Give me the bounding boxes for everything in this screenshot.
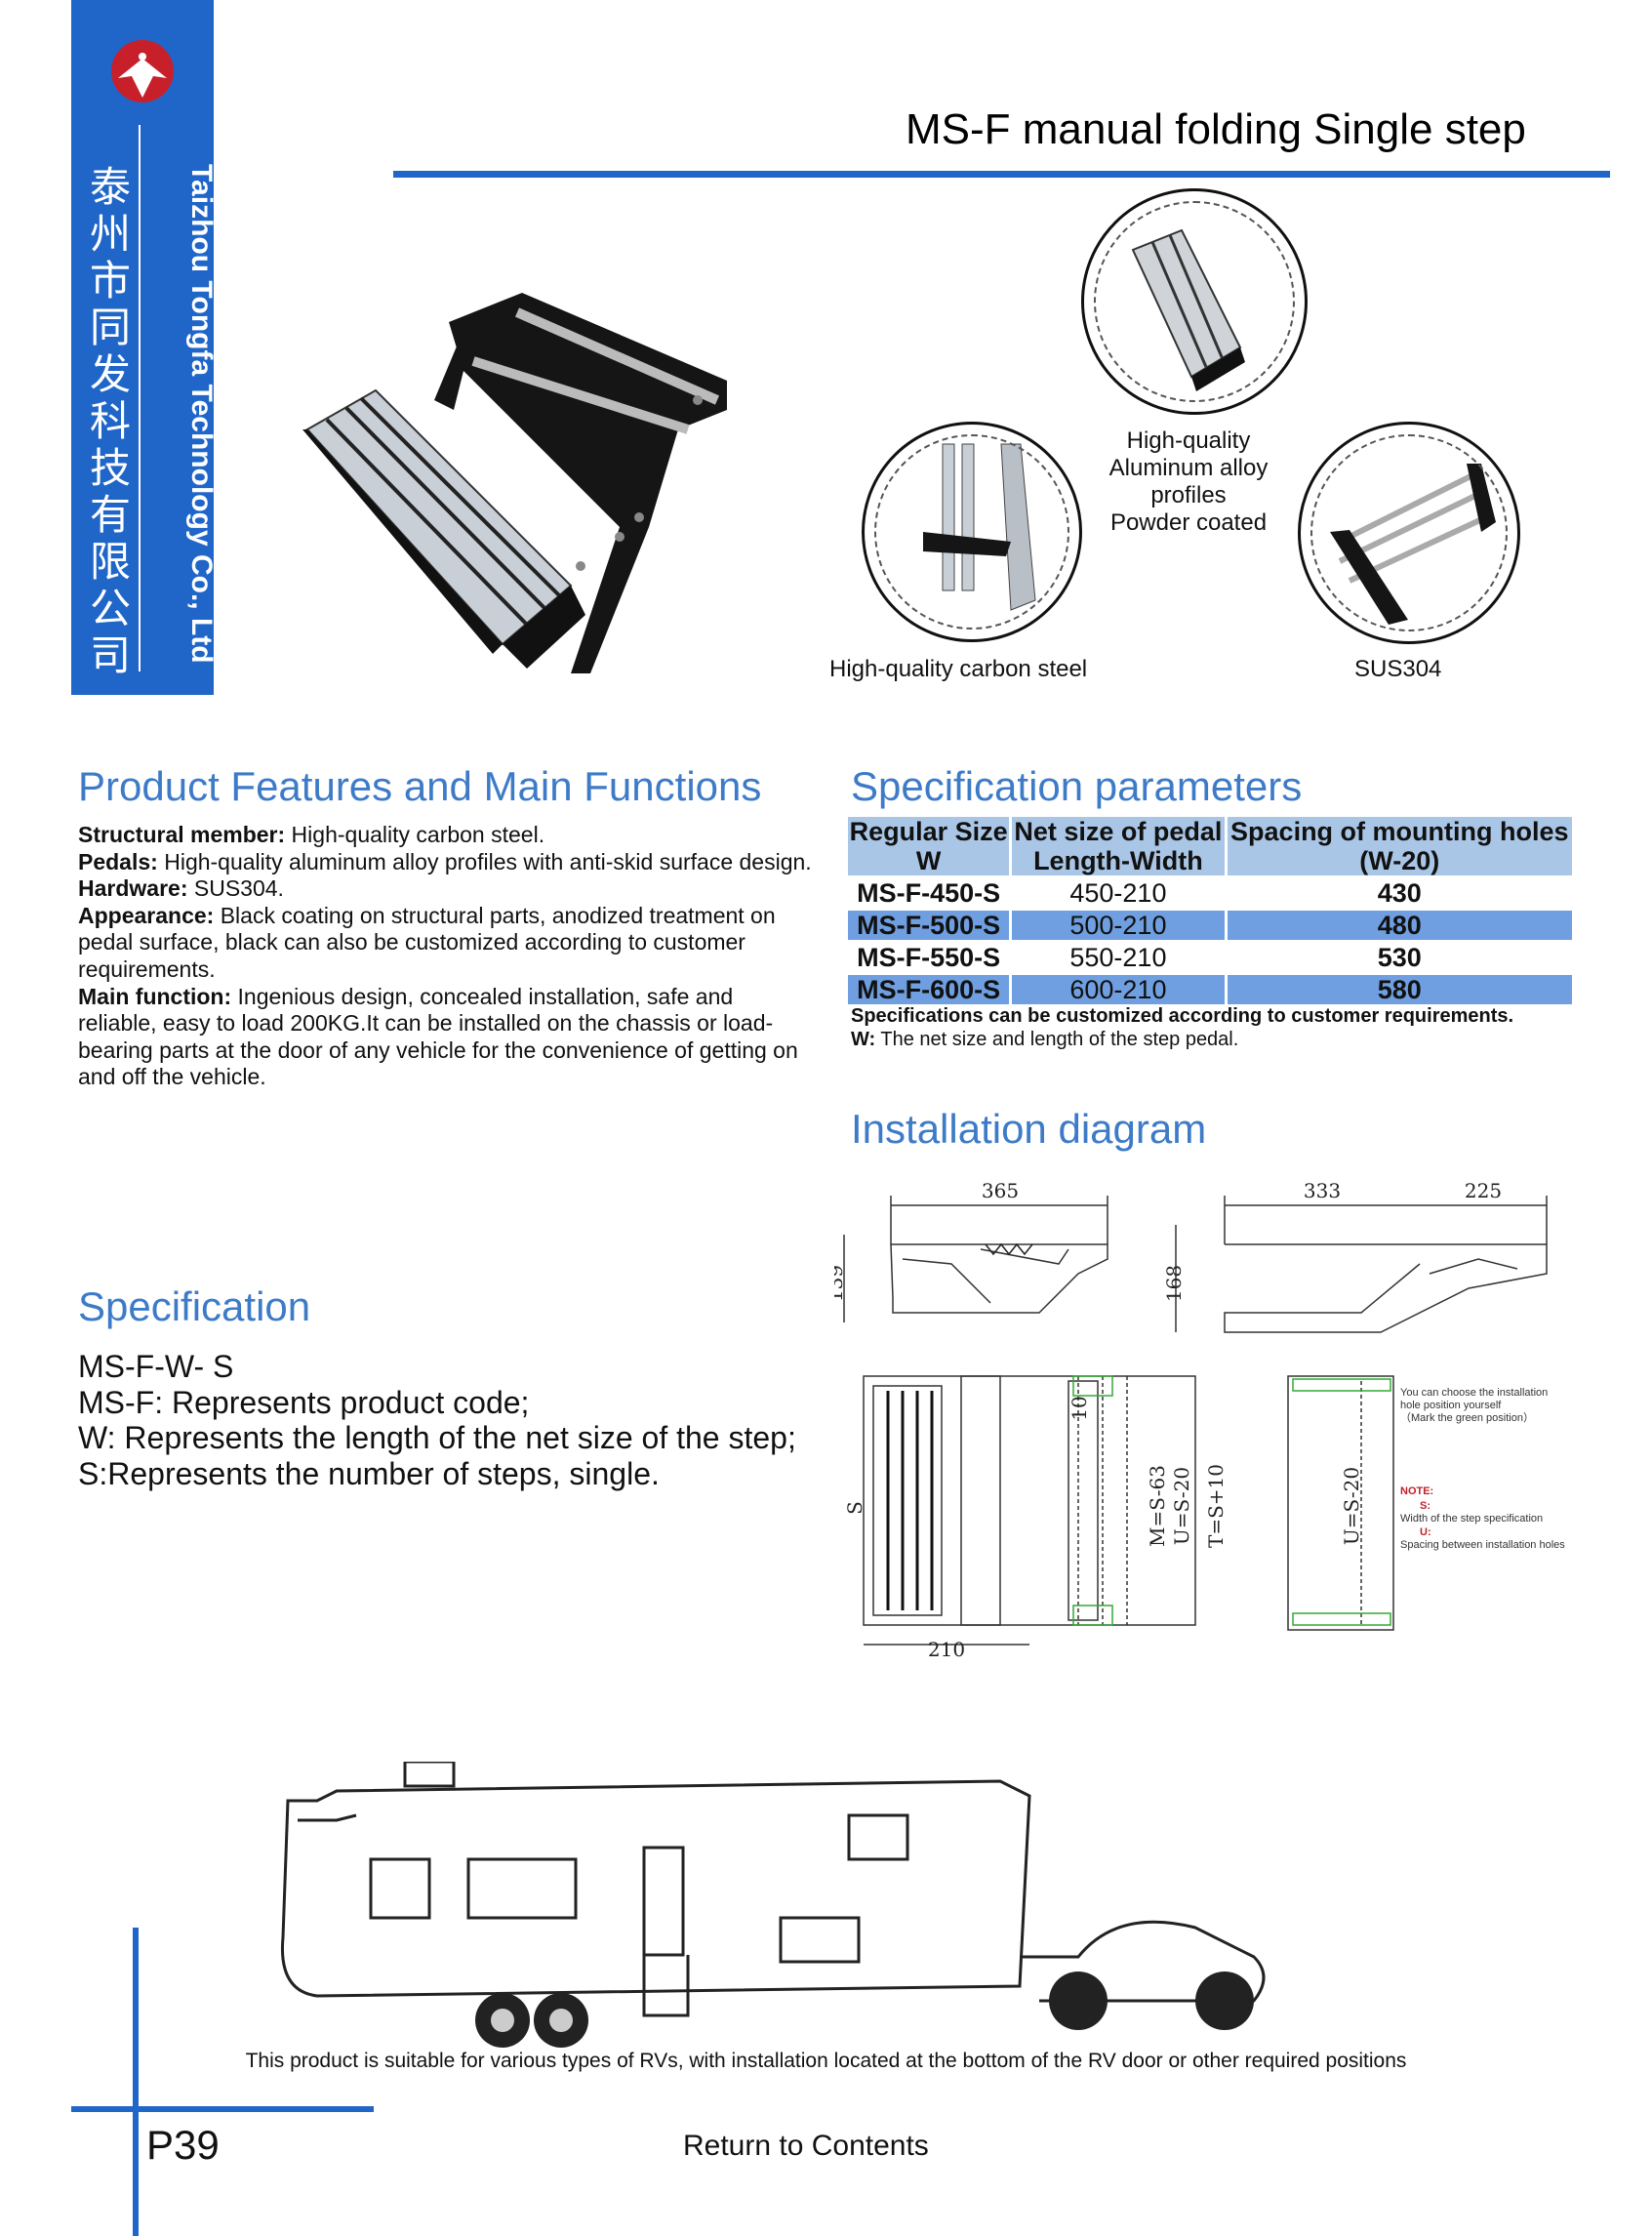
spec-params-heading: Specification parameters	[851, 763, 1303, 809]
company-logo-icon	[111, 40, 174, 102]
spec-note-custom: Specifications can be customized accordi…	[851, 1005, 1514, 1027]
bottom-caption: This product is suitable for various typ…	[245, 2050, 1407, 2072]
product-image	[302, 293, 727, 673]
page-number: P39	[146, 2122, 220, 2168]
install-note: You can choose the installation	[1400, 1387, 1548, 1399]
features-heading: Product Features and Main Functions	[78, 763, 762, 809]
dim-label: U=S-20	[1340, 1467, 1363, 1545]
title-underline	[393, 171, 1610, 178]
table-cell: 430	[1377, 878, 1422, 908]
spec-line: MS-F: Represents product code;	[78, 1384, 530, 1420]
spec-line: MS-F-W- S	[78, 1349, 234, 1384]
install-note: hole position yourself	[1400, 1400, 1502, 1411]
dim-label: 333	[1304, 1179, 1341, 1202]
spec-line: S:Represents the number of steps, single…	[78, 1455, 660, 1491]
table-row: MS-F-600-S 600-210 580	[848, 975, 1572, 1004]
company-banner: 泰州市同发科技有限公司 Taizhou Tongfa Technology Co…	[71, 0, 218, 695]
table-row: MS-F-500-S 500-210 480	[848, 911, 1572, 940]
dim-label: T=S+10	[1204, 1464, 1228, 1548]
install-note: NOTE:	[1400, 1485, 1433, 1497]
dim-label: U=S-20	[1170, 1467, 1193, 1545]
detail-circle-carbon-steel	[862, 422, 1082, 642]
table-row: MS-F-450-S 450-210 430	[848, 878, 1572, 908]
callout-sus304: SUS304	[1354, 656, 1442, 682]
company-name-cn: 泰州市同发科技有限公司	[89, 163, 131, 679]
features-list: Structural member: High-quality carbon s…	[78, 822, 812, 1091]
company-name-en: Taizhou Tongfa Technology Co., Ltd	[185, 164, 218, 664]
table-cell: 580	[1227, 975, 1572, 1004]
table-cell: 480	[1227, 911, 1572, 940]
feature-item: Appearance: Black coating on structural …	[78, 902, 776, 982]
install-note: U:	[1420, 1526, 1431, 1538]
table-cell: 500-210	[1012, 911, 1225, 940]
install-note: S:	[1420, 1500, 1430, 1512]
table-cell: 600-210	[1012, 975, 1225, 1004]
table-header: Spacing of mounting holes(W-20)	[1227, 817, 1572, 875]
install-note: （Mark the green position）	[1400, 1411, 1534, 1424]
install-note: Width of the step specification	[1400, 1513, 1543, 1525]
rv-illustration	[280, 1762, 1266, 2048]
table-cell: 450-210	[1069, 878, 1167, 908]
dim-label: 225	[1465, 1179, 1502, 1202]
dim-label: 210	[928, 1638, 965, 1661]
table-cell: MS-F-600-S	[848, 975, 1010, 1004]
banner-divider	[139, 125, 141, 671]
spec-line: W: Represents the length of the net size…	[78, 1420, 796, 1455]
feature-item: Structural member: High-quality carbon s…	[78, 822, 545, 847]
detail-circle-aluminum	[1081, 188, 1308, 415]
footer-rule-horizontal	[71, 2106, 374, 2112]
table-cell: MS-F-450-S	[857, 878, 1001, 908]
footer-rule-vertical	[133, 1928, 139, 2236]
return-to-contents-link[interactable]: Return to Contents	[683, 2130, 929, 2162]
table-cell: MS-F-500-S	[848, 911, 1010, 940]
install-note: Spacing between installation holes	[1400, 1539, 1565, 1551]
table-cell: MS-F-550-S	[857, 943, 1001, 972]
callout-carbon-steel: High-quality carbon steel	[829, 656, 1088, 682]
callout-aluminum: High-quality Aluminum alloy profiles Pow…	[1108, 427, 1269, 536]
table-row: MS-F-550-S 550-210 530	[848, 943, 1572, 972]
dim-label: 10	[1068, 1396, 1091, 1420]
feature-item: Main function: Ingenious design, conceal…	[78, 983, 798, 1090]
dim-label: 139	[834, 1265, 847, 1302]
detail-circle-sus304	[1298, 422, 1520, 644]
spec-heading: Specification	[78, 1283, 311, 1329]
table-cell: 550-210	[1069, 943, 1167, 972]
install-diagram: 365 139 333 225 168 10 S 210 M=S-63 U=S-…	[834, 1179, 1565, 1661]
feature-item: Hardware: SUS304.	[78, 875, 284, 902]
table-cell: 530	[1377, 943, 1422, 972]
page-title: MS-F manual folding Single step	[906, 105, 1526, 153]
dim-label: M=S-63	[1146, 1465, 1169, 1547]
spec-note-w: W: The net size and length of the step p…	[851, 1029, 1239, 1050]
spec-lines: MS-F-W- S MS-F: Represents product code;…	[78, 1349, 796, 1491]
feature-item: Pedals: High-quality aluminum alloy prof…	[78, 848, 812, 874]
dim-label: 365	[982, 1179, 1019, 1202]
install-heading: Installation diagram	[851, 1106, 1207, 1152]
dim-label: 168	[1162, 1265, 1186, 1302]
dim-label: S	[843, 1501, 866, 1515]
